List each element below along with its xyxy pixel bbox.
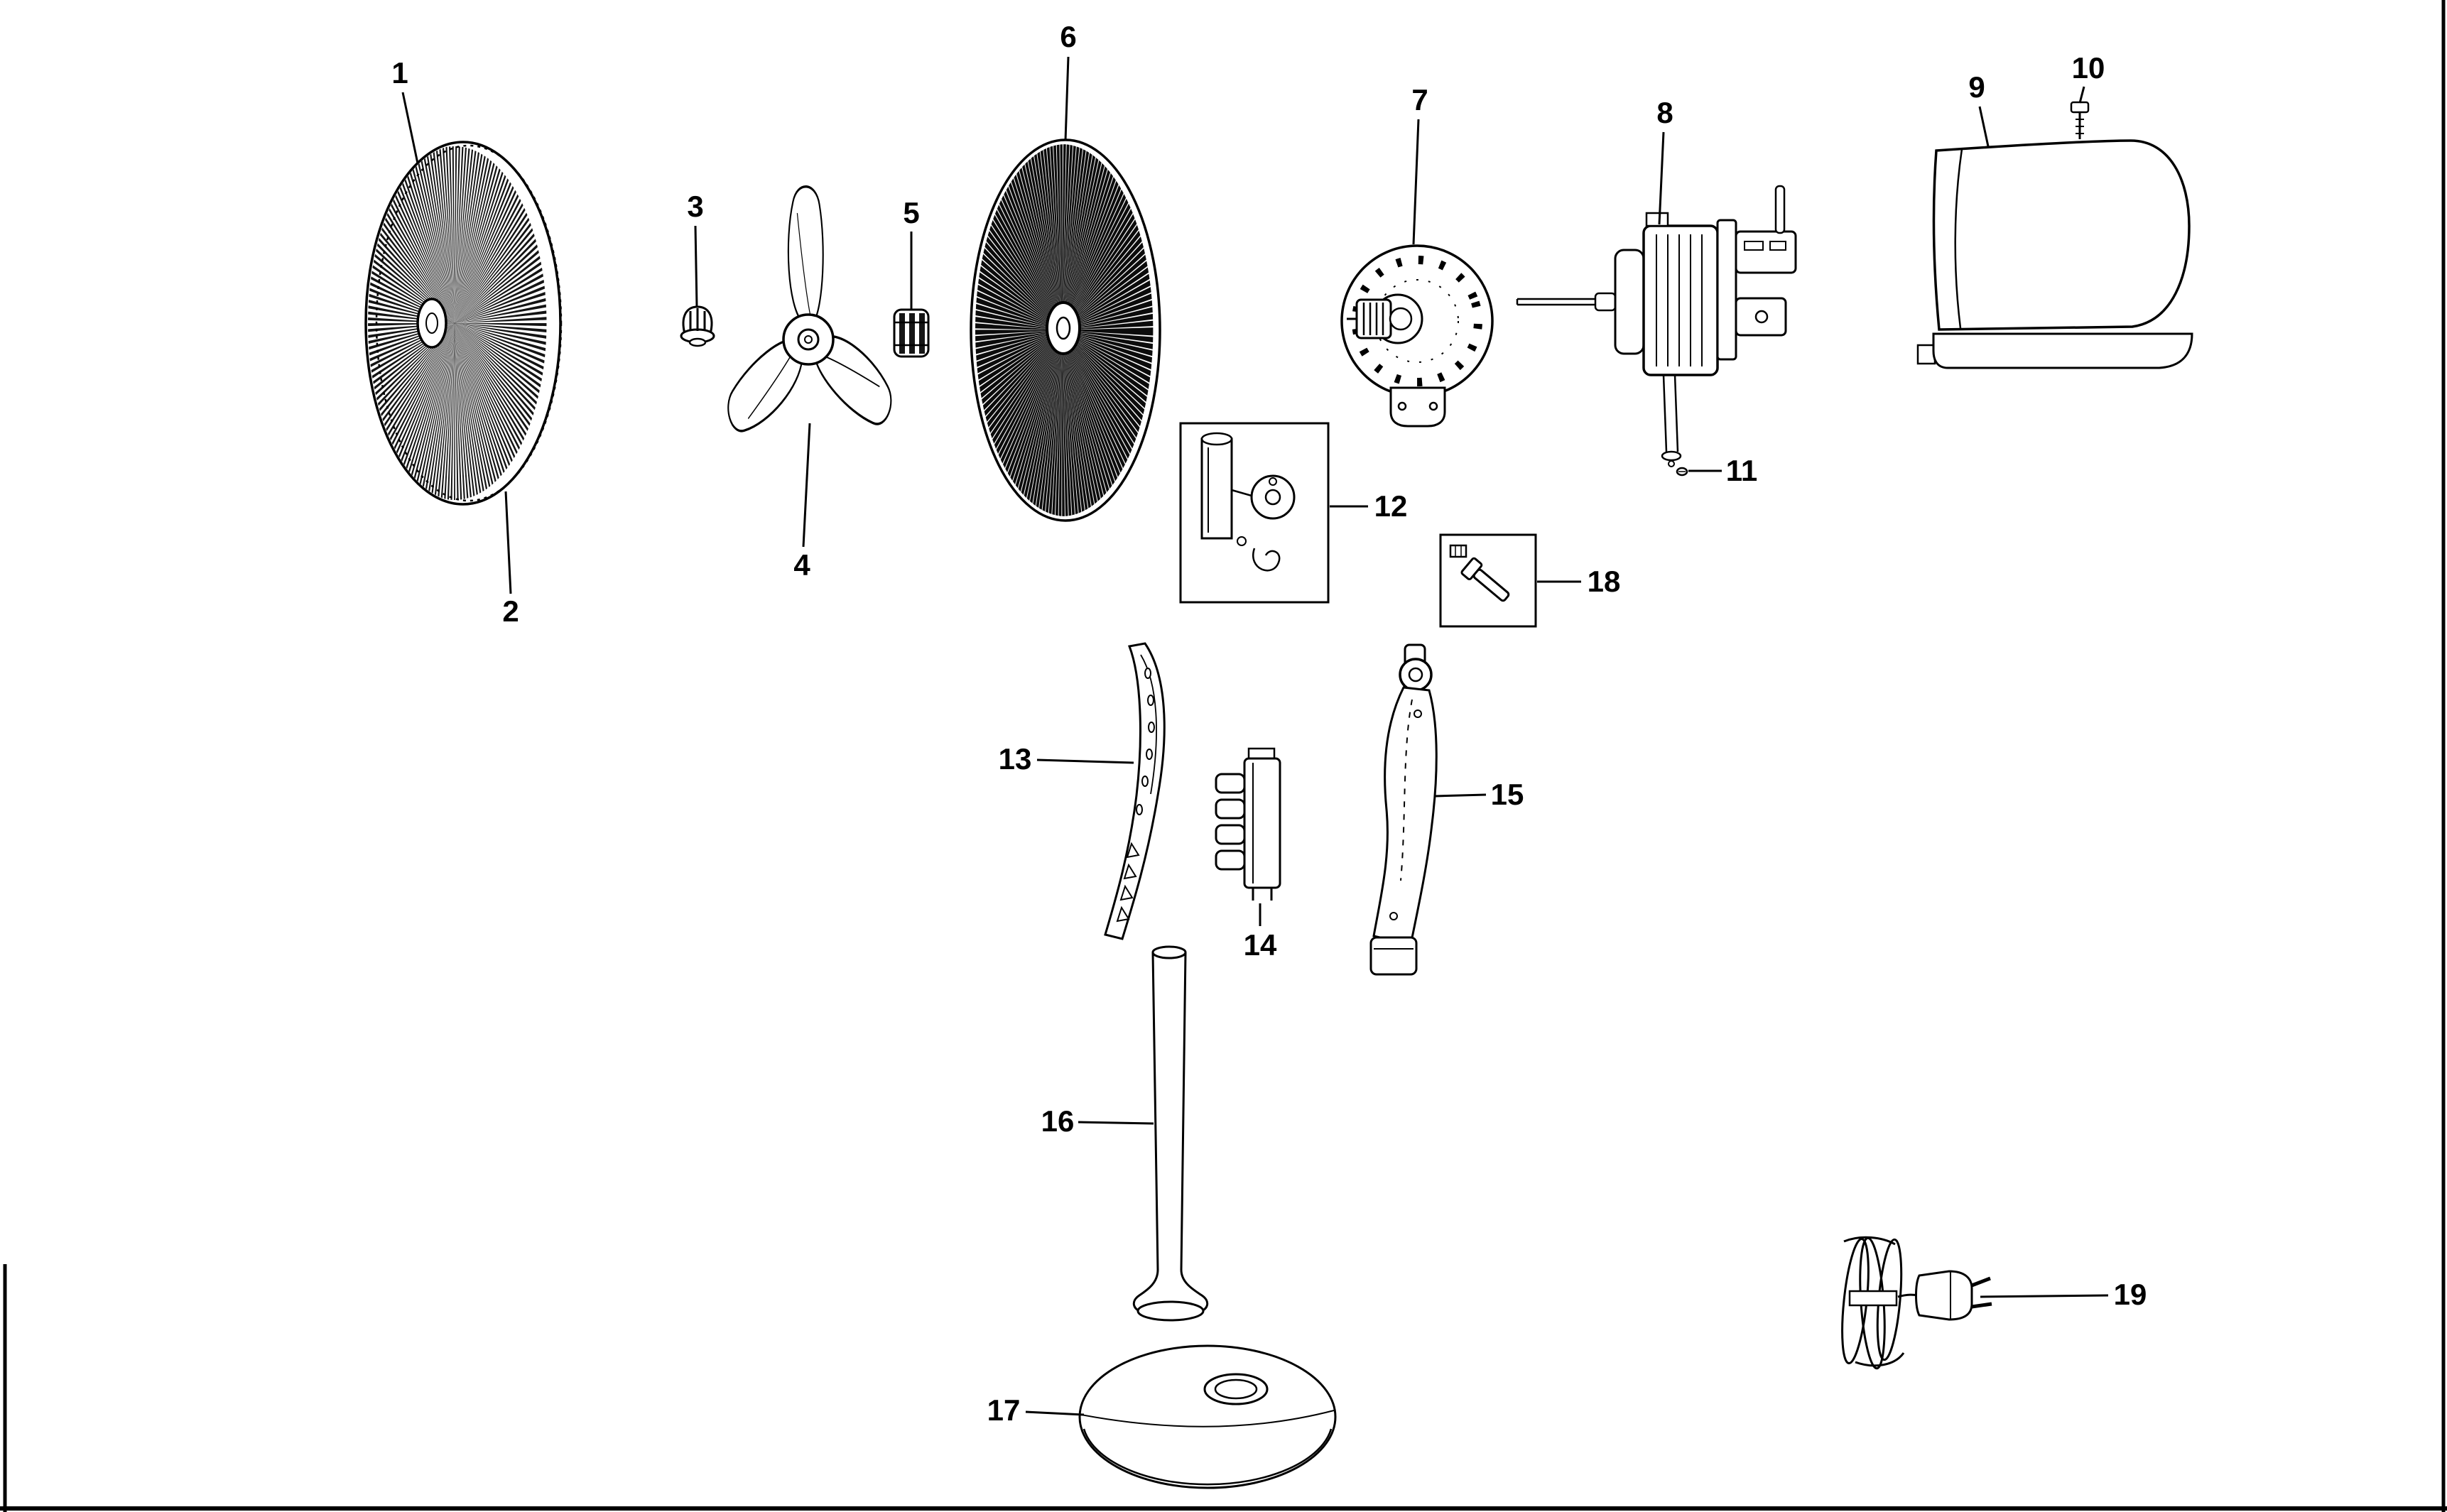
part-label-rear-grille: 6 xyxy=(1060,20,1077,53)
part-label-oscillation-assy: 12 xyxy=(1374,489,1408,523)
base-plate-drawing xyxy=(1078,1344,1337,1489)
leader-lines xyxy=(401,56,2109,1416)
fixing-bolt-drawing xyxy=(1439,533,1537,628)
part-label-grille-rim: 2 xyxy=(502,594,519,628)
part-label-switch-assembly: 14 xyxy=(1243,928,1277,962)
switch-assembly-drawing xyxy=(1215,747,1281,901)
column-cover-drawing xyxy=(1104,642,1166,940)
part-label-base-plate: 17 xyxy=(987,1393,1021,1427)
part-label-gear-cover-plate: 7 xyxy=(1411,83,1428,116)
part-label-column-cover: 13 xyxy=(998,742,1032,776)
motor-housing-drawing xyxy=(1916,139,2193,369)
blade-cap-drawing xyxy=(680,305,715,347)
part-label-shaft-nut: 5 xyxy=(903,196,920,229)
part-label-power-cord: 19 xyxy=(2113,1278,2147,1311)
shaft-nut-drawing xyxy=(893,308,930,358)
part-label-fixing-bolt: 18 xyxy=(1587,565,1621,598)
motor-drawing xyxy=(1516,185,1797,467)
part-label-extension-pole: 16 xyxy=(1041,1104,1075,1138)
power-cord-drawing xyxy=(1841,1236,1992,1370)
part-label-motor: 8 xyxy=(1656,96,1673,129)
gear-cover-plate-drawing xyxy=(1340,244,1494,428)
extension-pole-drawing xyxy=(1132,945,1209,1322)
support-arm-drawing xyxy=(1369,643,1438,976)
part-label-motor-housing: 9 xyxy=(1968,70,1985,104)
part-label-blade-cap-nut: 3 xyxy=(687,190,704,223)
housing-screw-drawing xyxy=(2070,101,2090,139)
part-label-motor-screw: 11 xyxy=(1725,454,1758,487)
rear-grille-drawing xyxy=(970,138,1161,522)
part-label-front-grille: 1 xyxy=(391,56,408,89)
part-label-fan-blade: 4 xyxy=(793,548,810,582)
motor-screw-drawing xyxy=(1676,467,1688,477)
oscillation-assembly-drawing xyxy=(1179,422,1330,604)
part-label-housing-screw: 10 xyxy=(2071,51,2105,85)
fan-blade-drawing xyxy=(720,185,899,447)
front-grille-drawing xyxy=(364,141,563,506)
part-label-support-arm: 15 xyxy=(1490,778,1524,811)
